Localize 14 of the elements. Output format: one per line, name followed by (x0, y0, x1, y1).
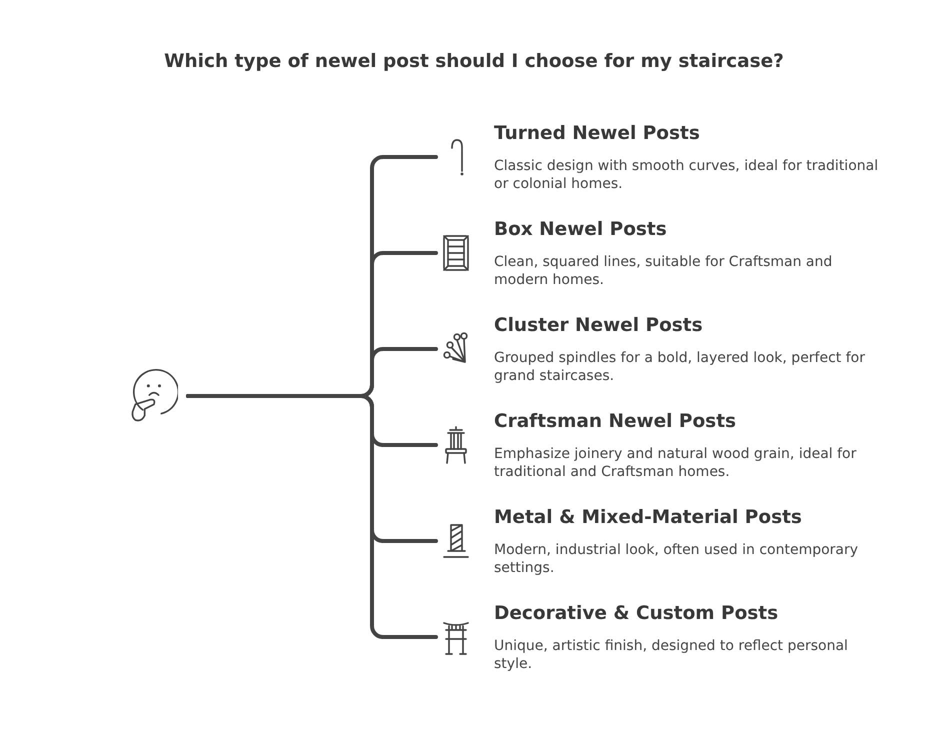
option-description: Emphasize joinery and natural wood grain, ideal for traditional and Craftsman homes. (494, 445, 858, 481)
option-description: Classic design with smooth curves, ideal for traditional or colonial homes. (494, 157, 880, 193)
diagram-title: Which type of newel post should I choose for my staircase? (164, 50, 784, 74)
option-description: Unique, artistic finish, designed to reflect personal style. (494, 637, 849, 673)
option-description: Grouped spindles for a bold, layered look, perfect for grand staircases. (494, 349, 866, 385)
option-description: Modern, industrial look, often used in contemporary settings. (494, 541, 860, 577)
option-heading: Cluster Newel Posts (494, 314, 703, 338)
option-heading: Craftsman Newel Posts (494, 410, 736, 434)
option-heading: Decorative & Custom Posts (494, 602, 778, 626)
option-description: Clean, squared lines, suitable for Craftsman and modern homes. (494, 253, 834, 289)
option-heading: Turned Newel Posts (494, 122, 700, 146)
connector-line (186, 394, 438, 639)
option-heading: Metal & Mixed-Material Posts (494, 506, 802, 530)
option-heading: Box Newel Posts (494, 218, 667, 242)
